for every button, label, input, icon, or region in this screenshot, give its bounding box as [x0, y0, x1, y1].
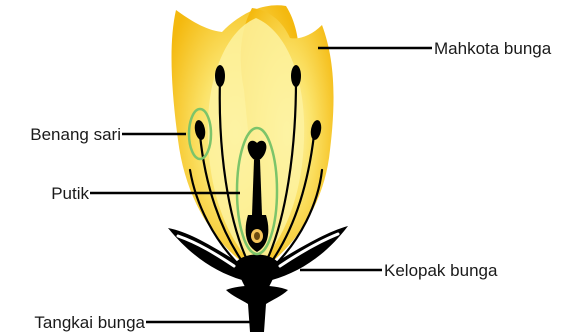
label-calyx: Kelopak bunga: [384, 261, 498, 280]
label-corolla: Mahkota bunga: [434, 39, 552, 58]
pistil-ovule-center: [254, 232, 260, 240]
label-stalk: Tangkai bunga: [34, 313, 145, 332]
stamen-anther: [291, 65, 301, 87]
label-pistil: Putik: [51, 184, 89, 203]
stalk-shape: [226, 286, 288, 333]
stamen-anther: [215, 65, 225, 87]
label-stamen: Benang sari: [30, 125, 121, 144]
